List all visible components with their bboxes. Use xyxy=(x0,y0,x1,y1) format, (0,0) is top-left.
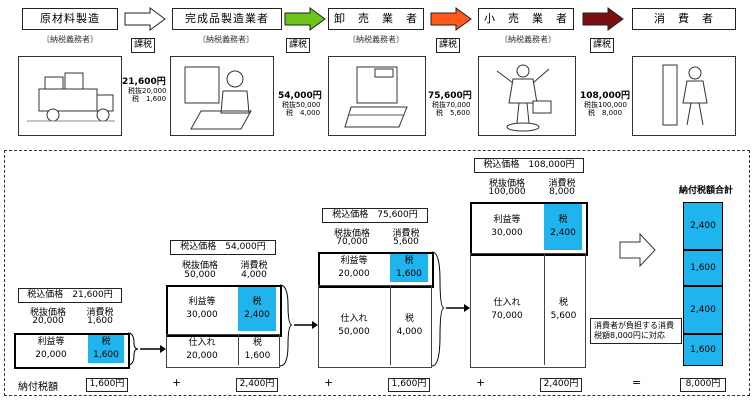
stage2-purchase-box xyxy=(166,334,280,368)
total-block-4: 1,600 xyxy=(683,334,723,366)
price-total: 75,600円 xyxy=(428,91,472,101)
stage1-sales-box xyxy=(14,333,130,369)
price-tax: 税 8,000 xyxy=(588,109,623,117)
stage3-pre-value: 70,000 xyxy=(336,237,368,247)
wholesale-illustration xyxy=(328,56,426,136)
price-callout-3: 75,600円 税抜70,000 税 5,600 xyxy=(428,88,476,117)
price-pretax: 税抜100,000 xyxy=(584,101,627,109)
consumer-illustration xyxy=(632,56,736,136)
stage3-price: 税込価格 75,600円 xyxy=(322,208,428,223)
total-block-2: 1,600 xyxy=(683,250,723,286)
footer-value-2: 2,400円 xyxy=(236,378,278,392)
total-block-3: 2,400 xyxy=(683,286,723,334)
stage4-sales-box xyxy=(470,202,588,256)
tax-tag-2: 課税 xyxy=(286,38,311,53)
stage2-tax-label: 消費税 xyxy=(240,261,268,271)
stage4-pre-label: 税抜価格 xyxy=(488,179,525,189)
stage3-sales-box xyxy=(318,252,434,288)
footer-value-total: 8,000円 xyxy=(680,378,726,392)
stage-manufacturer: 完成品製造業者 xyxy=(172,8,282,30)
price-tax: 税 5,600 xyxy=(436,109,471,117)
price-total: 54,000円 xyxy=(278,91,322,101)
flow-arrow-4 xyxy=(582,7,624,31)
total-block-1: 2,400 xyxy=(683,202,723,250)
price-pretax: 税抜50,000 xyxy=(282,101,321,109)
price-tax: 税 1,600 xyxy=(132,95,167,103)
stage-retailer: 小 売 業 者 xyxy=(478,8,574,30)
consumer-burden-note: 消費者が負担する消費税額8,000円に対応 xyxy=(590,318,682,344)
stage2-pre-label: 税抜価格 xyxy=(181,261,218,271)
stage3-purchase-box xyxy=(318,285,432,368)
stage4-purchase-box xyxy=(470,253,586,368)
flow-arrow-3 xyxy=(430,7,472,31)
flow-arrow-1 xyxy=(124,7,166,31)
stage2-pre-value: 50,000 xyxy=(184,270,216,280)
stage-raw-material: 原材料製造 xyxy=(22,8,118,30)
role-label-2: 〔納税義務者〕 xyxy=(198,35,254,44)
stage4-tax-label: 消費税 xyxy=(548,179,576,189)
footer-value-1: 1,600円 xyxy=(86,378,128,392)
footer-op-1: + xyxy=(172,376,182,389)
stage1-price: 税込価格 21,600円 xyxy=(18,288,122,303)
stage2-tax-value: 4,000 xyxy=(241,270,267,280)
price-callout-1: 21,600円 税抜20,000 税 1,600 xyxy=(122,74,170,103)
detail-panel xyxy=(4,150,750,396)
price-callout-4: 108,000円 税抜100,000 税 8,000 xyxy=(580,88,632,117)
stage1-pre-label: 税抜価格 xyxy=(29,308,66,318)
stage1-tax-value: 1,600 xyxy=(87,316,113,326)
price-pretax: 税抜20,000 xyxy=(128,87,167,95)
stage3-tax-label: 消費税 xyxy=(392,229,420,239)
footer-label: 納付税額 xyxy=(18,382,58,393)
retail-illustration xyxy=(478,56,576,136)
stage4-pre-value: 100,000 xyxy=(488,187,526,197)
truck-illustration xyxy=(18,56,122,136)
price-tax: 税 4,000 xyxy=(286,109,321,117)
stage-consumer: 消 費 者 xyxy=(632,8,736,30)
factory-worker-illustration xyxy=(170,56,274,136)
stage3-pre-label: 税抜価格 xyxy=(333,229,370,239)
stage2-sales-box xyxy=(166,285,282,337)
tax-tag-3: 課税 xyxy=(436,38,461,53)
stage4-price: 税込価格 108,000円 xyxy=(474,158,584,173)
tax-tag-1: 課税 xyxy=(131,38,156,53)
price-callout-2: 54,000円 税抜50,000 税 4,000 xyxy=(278,88,326,117)
total-title: 納付税額合計 xyxy=(678,186,733,196)
stage4-tax-value: 8,000 xyxy=(549,187,575,197)
flow-arrow-2 xyxy=(284,7,326,31)
stage-wholesaler: 卸 売 業 者 xyxy=(328,8,424,30)
stage3-tax-value: 5,600 xyxy=(393,237,419,247)
stage1-tax-label: 消費税 xyxy=(86,308,114,318)
role-label-4: 〔納税義務者〕 xyxy=(500,35,556,44)
footer-value-4: 2,400円 xyxy=(540,378,582,392)
footer-op-3: + xyxy=(476,376,486,389)
tax-tag-4: 課税 xyxy=(590,38,615,53)
role-label-3: 〔納税義務者〕 xyxy=(348,35,404,44)
price-total: 108,000円 xyxy=(580,91,630,101)
role-label-1: 〔納税義務者〕 xyxy=(42,35,98,44)
stage2-price: 税込価格 54,000円 xyxy=(170,240,276,255)
footer-op-4: = xyxy=(632,376,642,389)
stage1-pre-value: 20,000 xyxy=(32,316,64,326)
price-pretax: 税抜70,000 xyxy=(432,101,471,109)
footer-op-2: + xyxy=(324,376,334,389)
price-total: 21,600円 xyxy=(122,77,166,87)
footer-value-3: 1,600円 xyxy=(388,378,430,392)
